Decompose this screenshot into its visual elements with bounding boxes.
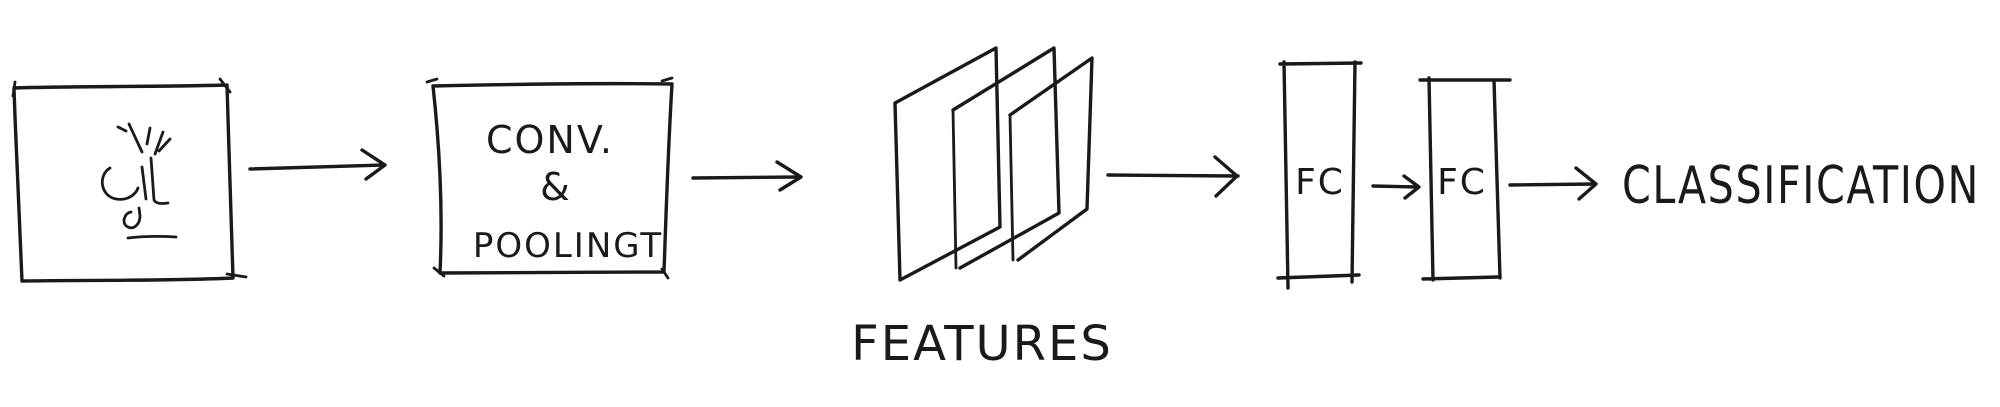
fc-layer-1: FC: [1276, 60, 1363, 290]
arrow-features-to-fc: [1106, 155, 1240, 198]
input-image-box: [11, 77, 248, 283]
conv-pooling-box: CONV. & POOLINGT: [425, 76, 674, 280]
arrow-input-to-conv: [248, 148, 387, 181]
feature-maps: [893, 46, 1094, 282]
conv-label-line-3: POOLINGT: [473, 226, 663, 266]
hand-drawn-image-icon: [101, 122, 178, 240]
arrow-fc2-to-classification: [1508, 166, 1598, 201]
conv-label-line-2: &: [540, 165, 572, 209]
arrow-conv-to-features: [691, 160, 803, 192]
conv-label-line-1: CONV.: [486, 118, 614, 162]
arrow-fc1-to-fc2: [1371, 174, 1421, 200]
fc-2-label: FC: [1437, 162, 1487, 203]
classification-label: CLASSIFICATION: [1622, 156, 1980, 216]
fc-layer-2: FC: [1418, 76, 1512, 282]
fc-1-label: FC: [1295, 162, 1345, 203]
features-label: FEATURES: [851, 316, 1113, 372]
